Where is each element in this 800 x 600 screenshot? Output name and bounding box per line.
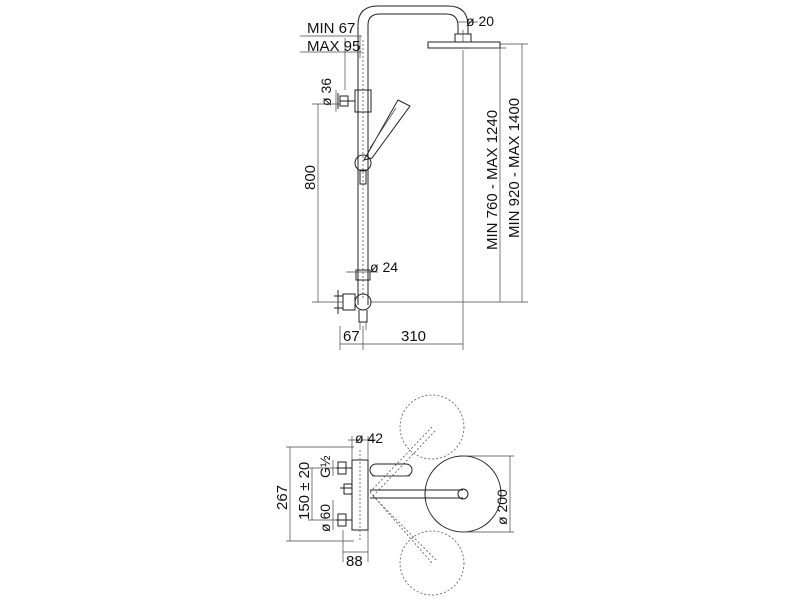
offset-67-label: 67 — [343, 328, 360, 345]
depth-88-label: 88 — [346, 553, 363, 570]
body-diameter-label: ø 42 — [355, 430, 383, 446]
max-label: MAX 95 — [307, 38, 360, 55]
holder-diameter-label: ø 36 — [318, 78, 334, 106]
side-view: MIN 67 MAX 95 ø 20 ø 36 800 ø 24 67 310 … — [300, 5, 528, 350]
top-view: ø 42 G½ 267 150 ± 20 ø 60 88 ø 200 — [274, 394, 514, 596]
thread-label: G½ — [317, 455, 333, 478]
inlet-diameter-label: ø 60 — [317, 504, 333, 532]
arm-length-label: 310 — [401, 328, 426, 345]
width-267-label: 267 — [274, 485, 291, 510]
head-diameter-label: ø 200 — [494, 489, 510, 525]
height-range-outer-label: MIN 920 - MAX 1400 — [506, 98, 523, 238]
spacing-label: 150 ± 20 — [296, 462, 313, 520]
pipe-diameter-label: ø 20 — [466, 13, 494, 29]
height-800-label: 800 — [302, 165, 319, 190]
height-range-inner-label: MIN 760 - MAX 1240 — [484, 110, 501, 250]
min-label: MIN 67 — [307, 20, 355, 37]
connection-diameter-label: ø 24 — [370, 259, 398, 275]
